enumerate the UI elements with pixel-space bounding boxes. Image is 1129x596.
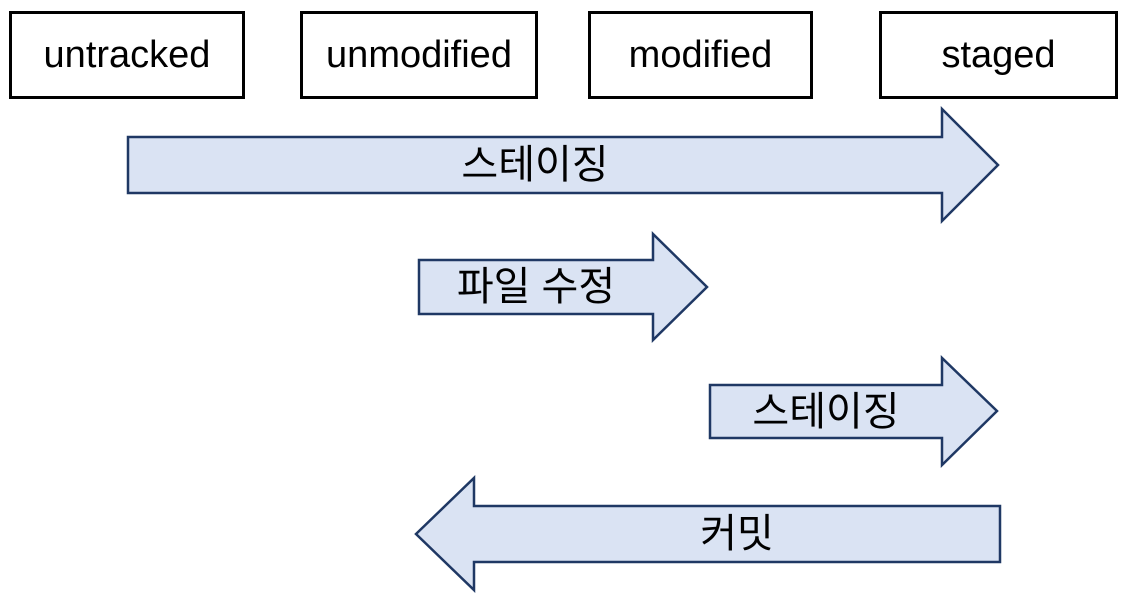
arrow-shape-commit [414, 475, 1002, 593]
state-label-untracked: untracked [43, 34, 211, 76]
state-box-unmodified: unmodified [300, 11, 538, 99]
arrow-shape-file-modify [417, 231, 709, 343]
state-label-staged: staged [941, 34, 1056, 76]
arrow-shape-staging-long [126, 105, 1000, 225]
arrow-shape-staging-short [708, 355, 999, 468]
state-box-untracked: untracked [9, 11, 245, 99]
state-box-staged: staged [879, 11, 1118, 99]
state-box-modified: modified [588, 11, 813, 99]
state-label-unmodified: unmodified [326, 34, 512, 76]
state-label-modified: modified [628, 34, 773, 76]
